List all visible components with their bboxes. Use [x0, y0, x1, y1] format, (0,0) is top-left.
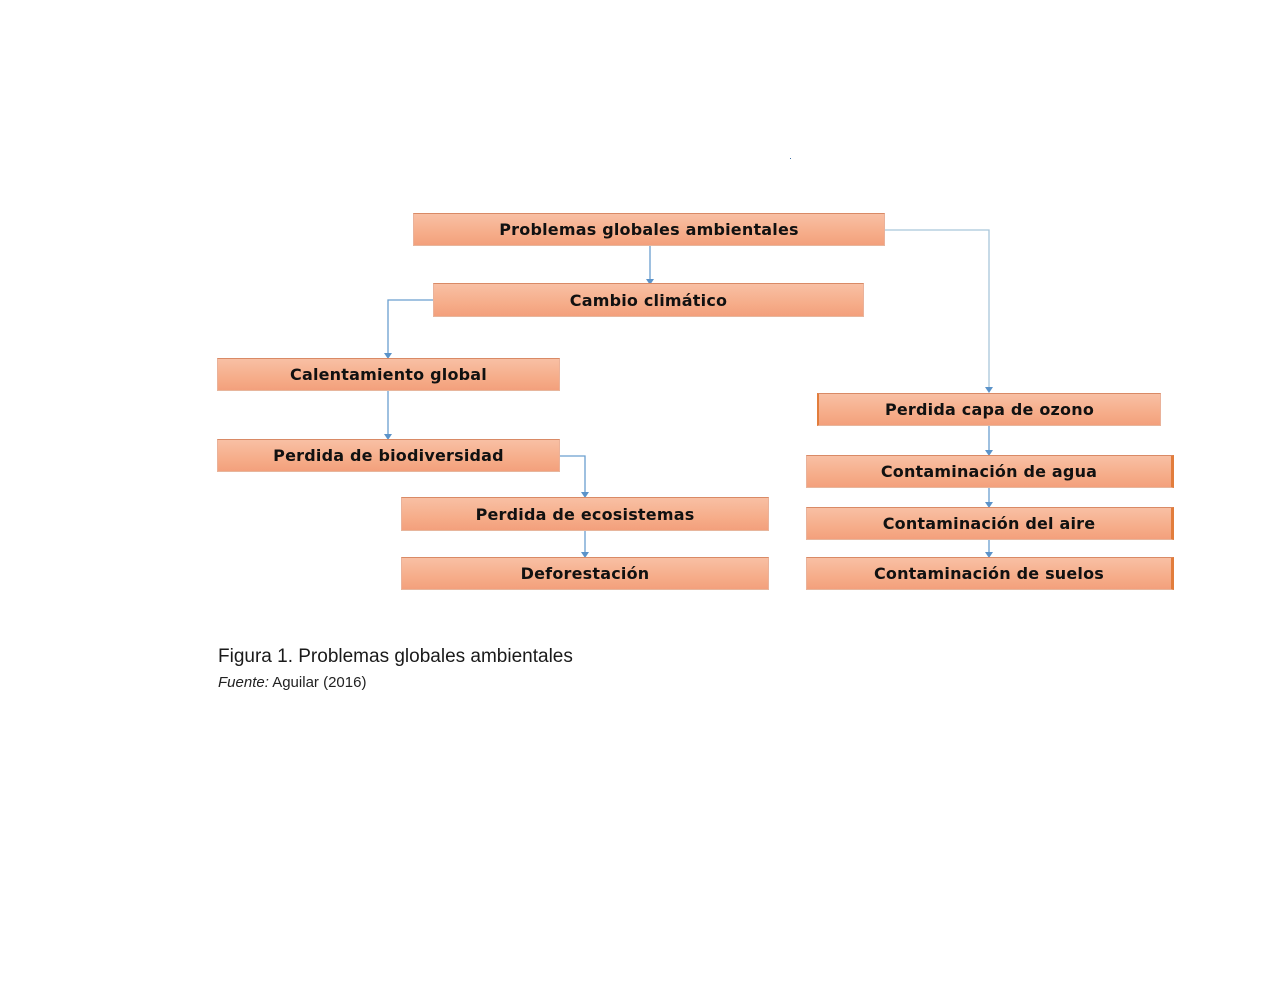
stray-dot: [790, 158, 791, 159]
node-agua: Contaminación de agua: [806, 455, 1174, 488]
node-label: Contaminación del aire: [882, 514, 1096, 533]
figure-caption-title: Figura 1. Problemas globales ambientales: [218, 646, 573, 667]
node-aire: Contaminación del aire: [806, 507, 1174, 540]
node-cambio: Cambio climático: [433, 283, 864, 317]
source-text: Aguilar (2016): [268, 674, 367, 691]
edge-biodiversidad-ecosistemas: [560, 455, 586, 494]
edge-cambio-calentamiento: [387, 299, 433, 354]
node-suelos: Contaminación de suelos: [806, 557, 1174, 590]
node-deforestacion: Deforestación: [401, 557, 769, 590]
node-label: Deforestación: [520, 564, 650, 583]
edge-root-ozono: [885, 229, 990, 389]
figure-caption-source: Fuente: Aguilar (2016): [218, 674, 366, 691]
node-label: Perdida capa de ozono: [884, 400, 1095, 419]
node-label: Problemas globales ambientales: [499, 220, 799, 239]
node-biodiversidad: Perdida de biodiversidad: [217, 439, 560, 472]
node-calentamiento: Calentamiento global: [217, 358, 560, 391]
node-ecosistemas: Perdida de ecosistemas: [401, 497, 769, 531]
node-ozono: Perdida capa de ozono: [817, 393, 1161, 426]
node-label: Perdida de biodiversidad: [273, 446, 504, 465]
node-label: Perdida de ecosistemas: [475, 504, 695, 524]
node-label: Contaminación de agua: [880, 462, 1098, 481]
source-label: Fuente:: [218, 674, 269, 691]
node-label: Calentamiento global: [290, 365, 487, 384]
node-label: Cambio climático: [569, 290, 728, 310]
node-root: Problemas globales ambientales: [413, 213, 885, 246]
node-label: Contaminación de suelos: [873, 564, 1105, 583]
